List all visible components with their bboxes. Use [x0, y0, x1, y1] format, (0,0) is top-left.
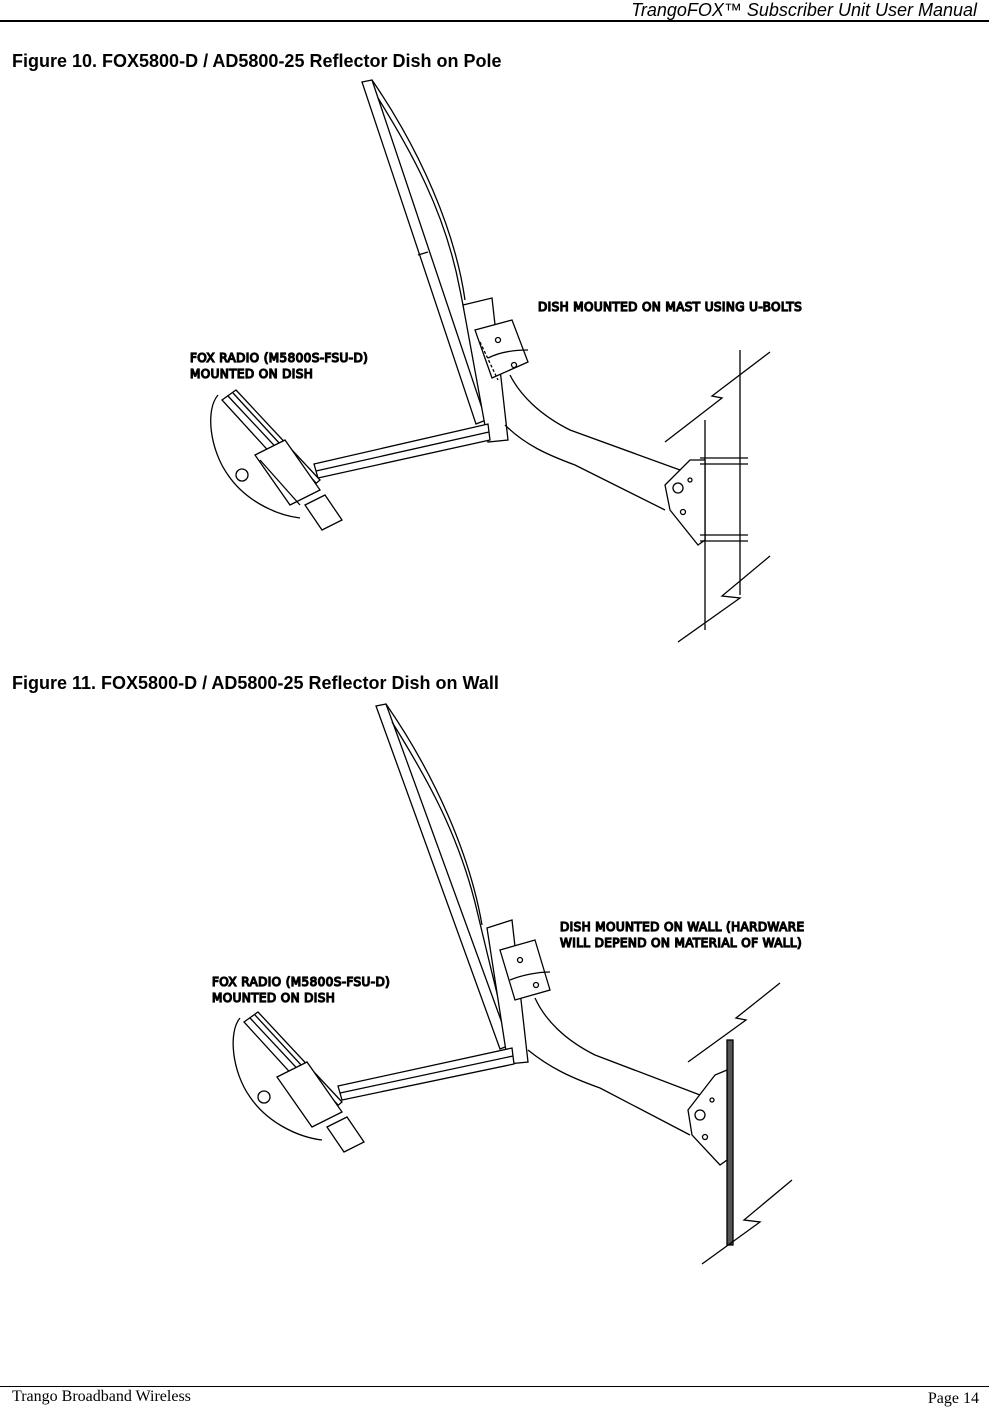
mount-label-line2: WILL DEPEND ON MATERIAL OF WALL) — [560, 936, 802, 950]
radio-label-line1: FOX RADIO (M5800S-FSU-D) — [190, 351, 368, 365]
figure-11-drawing: DISH MOUNTED ON WALL (HARDWARE WILL DEPE… — [211, 703, 805, 1265]
feed-arm — [313, 423, 491, 479]
footer-company: Trango Broadband Wireless — [12, 1388, 191, 1405]
mount-label-line1: DISH MOUNTED ON WALL (HARDWARE — [560, 920, 804, 934]
dish-bracket — [486, 919, 551, 1065]
header-rule — [0, 20, 989, 22]
wall-bracket — [687, 1069, 728, 1166]
header-title: TrangoFOX™ Subscriber Unit User Manual — [631, 0, 977, 20]
wall — [687, 982, 793, 1265]
footer-rule — [0, 1386, 989, 1387]
radio-label-line2: MOUNTED ON DISH — [190, 367, 313, 381]
figure-11-caption: Figure 11. FOX5800-D / AD5800-25 Reflect… — [12, 673, 499, 693]
page-number: Page 14 — [927, 1390, 979, 1407]
dish-bracket — [462, 297, 529, 443]
reflector-dish — [375, 703, 511, 1050]
mount-label: DISH MOUNTED ON MAST USING U-BOLTS — [538, 300, 802, 314]
figure-10-drawing: DISH MOUNTED ON MAST USING U-BOLTS FOX R… — [189, 79, 802, 643]
radio-label-line1: FOX RADIO (M5800S-FSU-D) — [212, 975, 390, 989]
feed-arm — [337, 1047, 515, 1101]
figure-10-caption: Figure 10. FOX5800-D / AD5800-25 Reflect… — [12, 51, 502, 71]
mount-arm — [504, 374, 681, 511]
fox-radio — [210, 389, 343, 531]
pole-clamp — [664, 457, 748, 546]
fox-radio — [232, 1011, 365, 1153]
mount-arm — [527, 997, 701, 1136]
reflector-dish — [361, 79, 487, 425]
radio-label-line2: MOUNTED ON DISH — [212, 991, 335, 1005]
